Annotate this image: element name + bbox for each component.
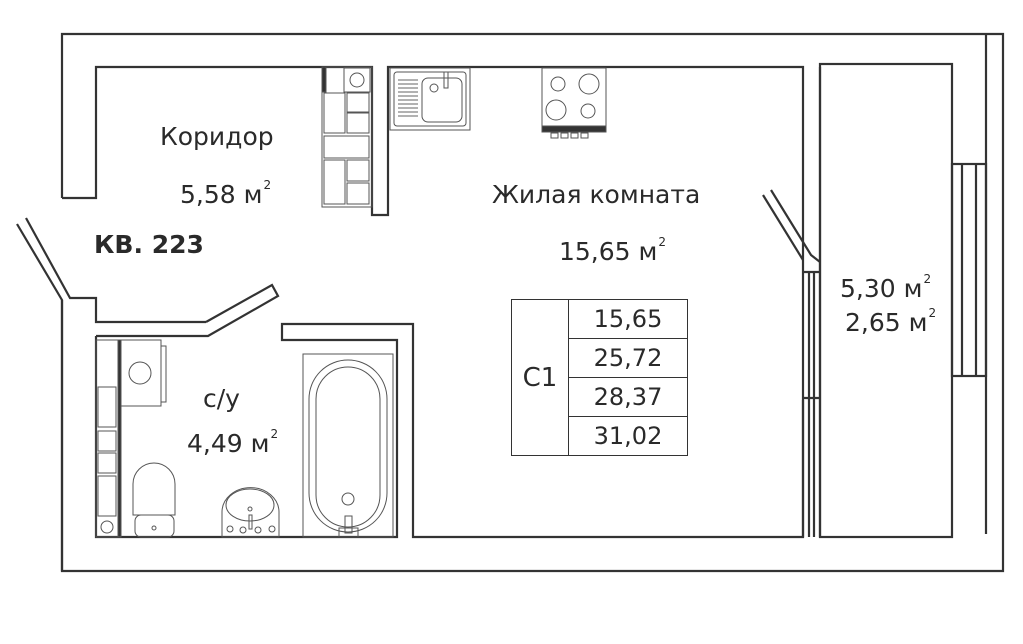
kitchen-sink-icon	[389, 67, 471, 131]
area-value-with-balcony-reduced: 28,37	[568, 377, 688, 417]
stove-icon	[541, 67, 607, 139]
washbasin-icon	[221, 487, 280, 538]
corridor-wall	[62, 65, 805, 272]
room-area-balcony-reduced: 2,65 м2	[845, 306, 937, 337]
room-name-bathroom: с/у	[203, 384, 240, 413]
room-area-bathroom: 4,49 м2	[187, 427, 279, 458]
area-value-living: 15,65	[568, 299, 688, 339]
apartment-number: КВ. 223	[94, 230, 204, 259]
room-area-living-room: 15,65 м2	[559, 235, 667, 266]
room-name-corridor: Коридор	[160, 122, 274, 151]
bathroom-shelves-icon	[95, 339, 122, 538]
kitchen-cabinets-icon	[321, 66, 373, 208]
entrance-door-icon	[16, 223, 64, 571]
apartment-type-code: С1	[511, 299, 569, 456]
bathroom-door-icon	[96, 283, 280, 338]
window-icon	[950, 162, 988, 378]
toilet-icon	[132, 462, 176, 538]
area-summary-table: С1 15,65 25,72 28,37 31,02	[511, 299, 688, 456]
room-name-living-room: Жилая комната	[492, 180, 701, 209]
washing-machine-icon	[120, 339, 167, 407]
bathtub-icon	[302, 353, 394, 538]
area-value-with-balcony-full: 31,02	[568, 416, 688, 456]
area-value-total: 25,72	[568, 338, 688, 378]
room-area-balcony: 5,30 м2	[840, 272, 932, 303]
room-area-corridor: 5,58 м2	[180, 178, 272, 209]
balcony-door-icon	[762, 194, 804, 261]
